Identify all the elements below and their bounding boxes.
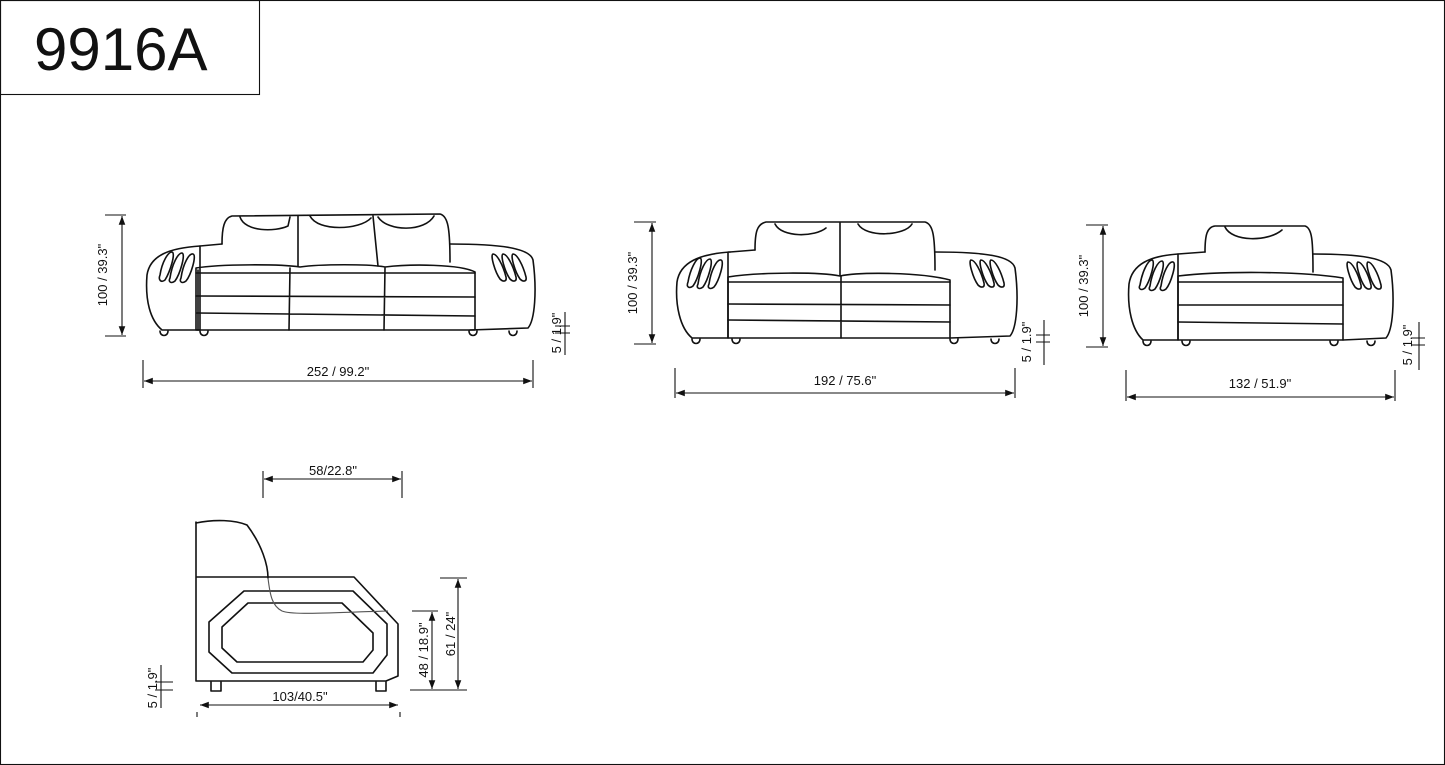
leg-height-dimension: 5 / 1.9" — [549, 312, 570, 355]
svg-text:61 / 24": 61 / 24" — [443, 611, 458, 656]
title-box: 9916A — [0, 0, 261, 96]
side-view: 58/22.8" 61 / 24" 48 / 18.9" 103/40.5" 5… — [145, 463, 467, 717]
height-dimension: 100 / 39.3" — [625, 221, 656, 345]
svg-text:5 / 1.9": 5 / 1.9" — [549, 312, 564, 353]
leg-height-dimension: 5 / 1.9" — [145, 665, 173, 708]
arm-height-dimension: 61 / 24" — [410, 577, 467, 691]
svg-text:132 / 51.9": 132 / 51.9" — [1229, 376, 1292, 391]
chair-front-view: 100 / 39.3" 132 / 51.9" 5 / 1.9" — [1076, 224, 1425, 401]
width-dimension: 192 / 75.6" — [674, 368, 1016, 398]
svg-text:48 / 18.9": 48 / 18.9" — [416, 622, 431, 678]
leg-height-dimension: 5 / 1.9" — [1400, 322, 1425, 370]
svg-text:103/40.5": 103/40.5" — [272, 689, 328, 704]
sofa-front-view: 100 / 39.3" 252 / 99.2" 5 / 1.9" — [95, 213, 570, 388]
svg-text:192 / 75.6": 192 / 75.6" — [814, 373, 877, 388]
seat-depth-dimension: 58/22.8" — [262, 463, 403, 498]
svg-text:5 / 1.9": 5 / 1.9" — [1400, 324, 1415, 365]
loveseat-front-view: 100 / 39.3" 192 / 75.6" 5 / 1.9" — [625, 221, 1050, 398]
width-dimension: 132 / 51.9" — [1125, 370, 1396, 401]
svg-text:58/22.8": 58/22.8" — [309, 463, 357, 478]
height-dimension: 100 / 39.3" — [95, 214, 126, 337]
svg-text:5 / 1.9": 5 / 1.9" — [1019, 321, 1034, 362]
svg-text:100 / 39.3": 100 / 39.3" — [1076, 254, 1091, 317]
svg-text:252 / 99.2": 252 / 99.2" — [307, 364, 370, 379]
svg-text:100 / 39.3": 100 / 39.3" — [95, 243, 110, 306]
seat-height-dimension: 48 / 18.9" — [412, 610, 438, 689]
leg-height-dimension: 5 / 1.9" — [1019, 320, 1050, 365]
depth-dimension: 103/40.5" — [196, 689, 401, 717]
height-dimension: 100 / 39.3" — [1076, 224, 1108, 348]
model-number: 9916A — [34, 16, 208, 83]
svg-text:5 / 1.9": 5 / 1.9" — [145, 667, 160, 708]
width-dimension: 252 / 99.2" — [142, 360, 534, 388]
svg-text:100 / 39.3": 100 / 39.3" — [625, 251, 640, 314]
